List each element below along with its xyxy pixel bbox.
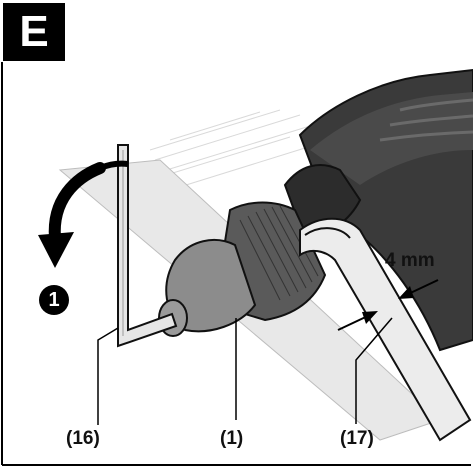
callout-leaders — [97, 317, 393, 425]
gap-measure-arrows — [337, 279, 439, 331]
figure-letter-badge: E — [3, 3, 65, 61]
callout-allen-key: (16) — [66, 428, 100, 449]
callout-spanner: (17) — [340, 428, 374, 449]
gap-measure-label: 4 mm — [385, 250, 435, 271]
spanner — [299, 217, 472, 442]
callout-chuck: (1) — [220, 428, 244, 449]
rotation-arrow-icon — [38, 160, 129, 268]
step-number-badge: 1 — [39, 285, 69, 315]
